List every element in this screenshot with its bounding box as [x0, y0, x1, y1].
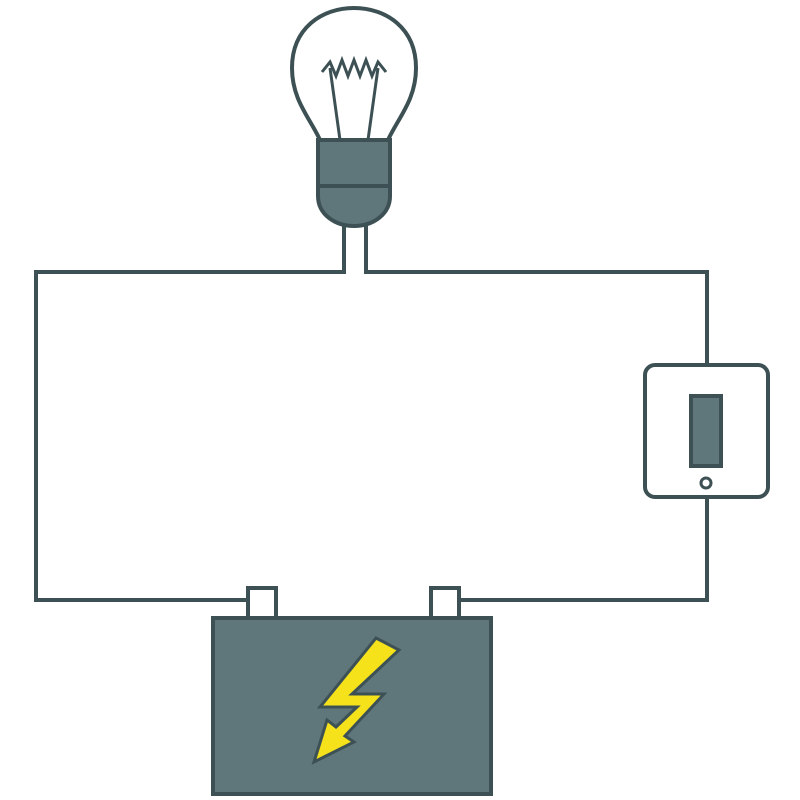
switch-screw: [699, 476, 713, 490]
wire-right-bottom: [458, 497, 709, 602]
bulb-filament: [320, 55, 388, 81]
battery-icon: [211, 586, 493, 796]
bulb-base: [316, 138, 392, 229]
filament-support-right: [366, 67, 380, 141]
switch-toggle: [689, 394, 723, 468]
lightning-bolt-icon: [311, 636, 402, 765]
battery-terminal-left: [246, 586, 278, 622]
circuit-wires: [34, 225, 709, 602]
wall-switch-icon: [643, 363, 770, 499]
bulb-glass: [289, 5, 419, 142]
filament-support-left: [328, 67, 342, 141]
wire-right-top: [364, 225, 709, 365]
battery-terminal-right: [429, 586, 461, 622]
light-bulb-icon: [289, 5, 419, 229]
wire-left: [34, 225, 346, 602]
